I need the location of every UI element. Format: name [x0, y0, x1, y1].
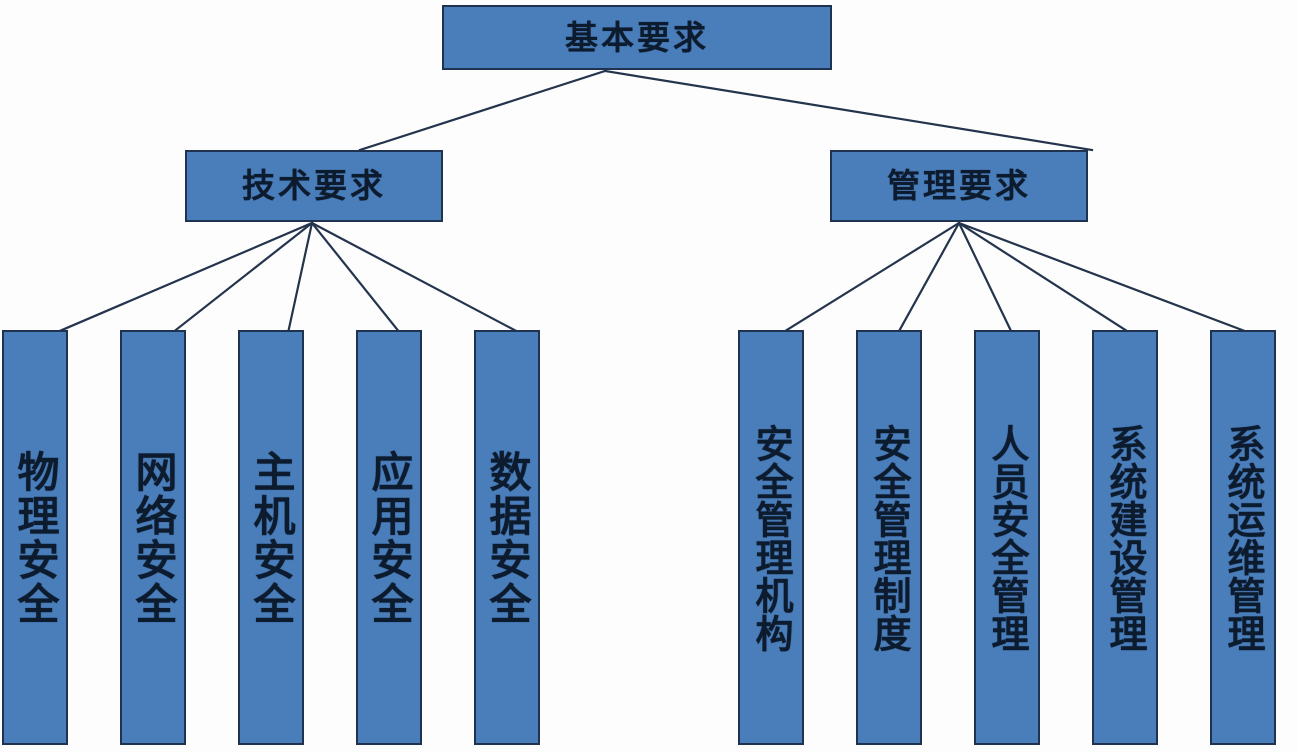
connector-technical-to-leaf-4 [310, 221, 402, 335]
node-technical-requirements-label: 技术要求 [242, 166, 386, 206]
connector-management-to-leaf-2 [896, 221, 961, 335]
node-application-security[interactable]: 应用安全 [356, 330, 422, 745]
node-security-management-system-label: 安全管理制度 [867, 423, 911, 652]
node-network-security[interactable]: 网络安全 [120, 330, 186, 745]
connector-management-to-leaf-3 [957, 221, 1014, 335]
node-physical-security[interactable]: 物理安全 [2, 330, 68, 745]
node-host-security[interactable]: 主机安全 [238, 330, 304, 745]
node-personnel-security-management[interactable]: 人员安全管理 [974, 330, 1040, 745]
connector-root-to-management [603, 69, 1094, 152]
node-management-requirements-label: 管理要求 [887, 166, 1031, 206]
connector-management-to-leaf-5 [957, 221, 1252, 335]
connector-management-to-leaf-1 [780, 221, 961, 335]
node-physical-security-label: 物理安全 [11, 449, 60, 626]
node-root[interactable]: 基本要求 [442, 5, 832, 70]
node-system-construction-management[interactable]: 系统建设管理 [1092, 330, 1158, 745]
node-management-requirements[interactable]: 管理要求 [830, 150, 1088, 222]
node-application-security-label: 应用安全 [365, 449, 414, 626]
node-system-operation-management[interactable]: 系统运维管理 [1210, 330, 1276, 745]
connector-technical-to-leaf-2 [170, 221, 314, 335]
node-personnel-security-management-label: 人员安全管理 [985, 423, 1029, 652]
connector-technical-to-leaf-5 [310, 221, 522, 335]
node-system-construction-management-label: 系统建设管理 [1103, 423, 1147, 652]
node-host-security-label: 主机安全 [247, 449, 296, 626]
node-root-label: 基本要求 [565, 17, 709, 57]
node-security-management-system[interactable]: 安全管理制度 [856, 330, 922, 745]
node-security-management-organization-label: 安全管理机构 [749, 423, 793, 652]
node-data-security[interactable]: 数据安全 [474, 330, 540, 745]
node-system-operation-management-label: 系统运维管理 [1221, 423, 1265, 652]
node-security-management-organization[interactable]: 安全管理机构 [738, 330, 804, 745]
node-technical-requirements[interactable]: 技术要求 [185, 150, 443, 222]
node-network-security-label: 网络安全 [129, 449, 178, 626]
node-data-security-label: 数据安全 [483, 449, 532, 626]
connector-management-to-leaf-4 [957, 221, 1132, 335]
connector-root-to-technical [358, 69, 607, 152]
connector-technical-to-leaf-1 [53, 221, 314, 335]
connector-technical-to-leaf-3 [286, 221, 314, 335]
